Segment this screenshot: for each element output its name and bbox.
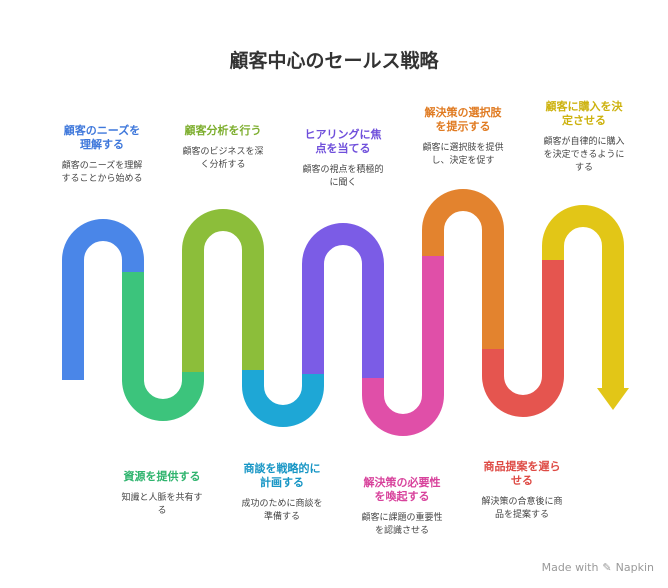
step-7: 解決策の選択肢を提示する 顧客に選択肢を提供し、決定を促す — [403, 106, 523, 168]
step-3-title: 顧客分析を行う — [184, 124, 262, 137]
step-9-desc: 顧客が自律的に購入を決定できるようにする — [543, 137, 625, 173]
step-2-desc: 知識と人脈を共有する — [121, 493, 203, 516]
step-3-desc: 顧客のビジネスを深く分析する — [182, 147, 264, 170]
step-1-title: 顧客のニーズを理解する — [63, 124, 141, 151]
step-6-title: 解決策の必要性を喚起する — [363, 476, 441, 503]
step-9: 顧客に購入を決定させる 顧客が自律的に購入を決定できるようにする — [524, 100, 644, 175]
segment-4-cyan — [242, 370, 324, 427]
step-4-title: 商談を戦略的に計画する — [243, 462, 321, 489]
made-with-footer[interactable]: Made with ✎ Napkin — [542, 561, 654, 574]
segment-7-orange — [422, 189, 504, 349]
step-5: ヒアリングに焦点を当てる 顧客の視点を積極的に聞く — [283, 128, 403, 190]
step-9-title: 顧客に購入を決定させる — [545, 100, 623, 127]
segment-9-yellow — [542, 205, 624, 388]
segment-2-green — [122, 272, 204, 421]
step-5-title: ヒアリングに焦点を当てる — [304, 128, 382, 155]
step-6: 解決策の必要性を喚起する 顧客に課題の重要性を認識させる — [342, 476, 462, 538]
step-4-desc: 成功のために商談を準備する — [241, 499, 323, 522]
step-2-title: 資源を提供する — [123, 470, 201, 483]
step-7-title: 解決策の選択肢を提示する — [424, 106, 502, 133]
step-1-desc: 顧客のニーズを理解することから始める — [61, 161, 143, 184]
end-arrow-icon — [597, 388, 629, 410]
footer-text: Made with — [541, 561, 599, 574]
step-4: 商談を戦略的に計画する 成功のために商談を準備する — [222, 462, 342, 524]
step-7-desc: 顧客に選択肢を提供し、決定を促す — [422, 143, 504, 166]
segment-8-red — [482, 260, 564, 417]
segment-6-pink — [362, 256, 444, 436]
step-5-desc: 顧客の視点を積極的に聞く — [302, 165, 384, 188]
footer-brand: Napkin — [615, 561, 654, 574]
step-8-desc: 解決策の合意後に商品を提案する — [481, 497, 563, 520]
napkin-logo-icon: ✎ — [602, 561, 612, 574]
segment-5-purple — [302, 223, 384, 378]
step-8: 商品提案を遅らせる 解決策の合意後に商品を提案する — [462, 460, 582, 522]
segment-1-blue — [62, 219, 144, 380]
step-1: 顧客のニーズを理解する 顧客のニーズを理解することから始める — [42, 124, 162, 186]
step-3: 顧客分析を行う 顧客のビジネスを深く分析する — [163, 124, 283, 172]
step-6-desc: 顧客に課題の重要性を認識させる — [361, 513, 443, 536]
page-title: 顧客中心のセールス戦略 — [229, 50, 439, 72]
step-2: 資源を提供する 知識と人脈を共有する — [102, 470, 222, 518]
segment-3-lime — [182, 209, 264, 372]
step-8-title: 商品提案を遅らせる — [483, 460, 561, 487]
